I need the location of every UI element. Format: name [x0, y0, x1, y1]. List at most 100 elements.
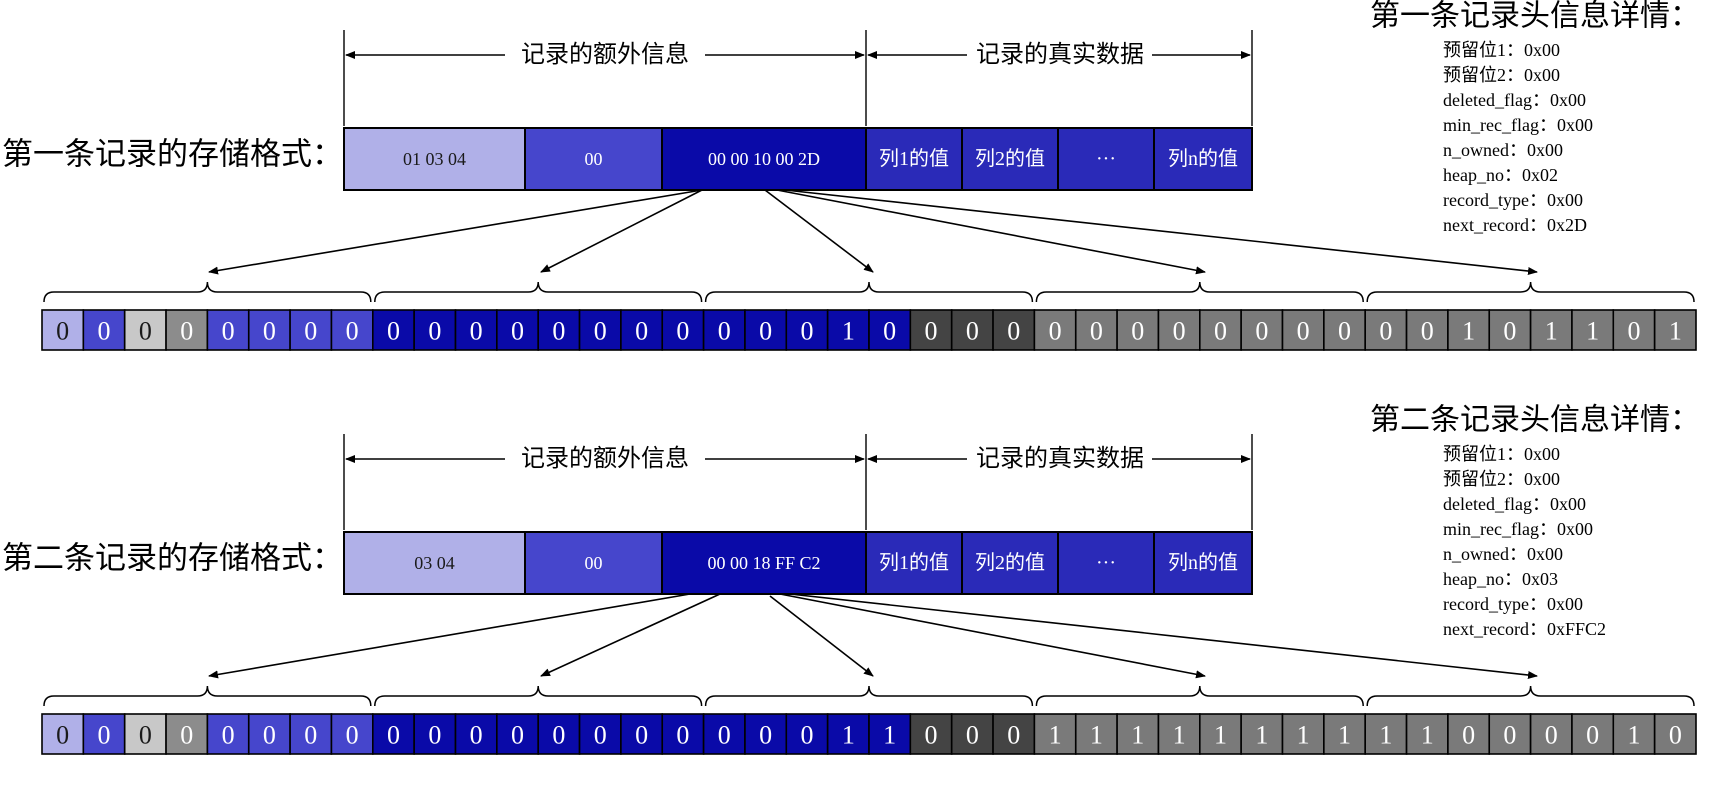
- bit-cell: [454, 713, 498, 755]
- detail-line: deleted_flag：0x00: [1443, 90, 1586, 110]
- header-arrow: [764, 189, 874, 273]
- bit-cell: [1488, 309, 1532, 351]
- null-value-list-text: 00: [585, 553, 603, 573]
- bit-value: 1: [1214, 721, 1227, 750]
- column-text-col1: 列1的值: [879, 147, 949, 170]
- null-value-list-text: 00: [585, 149, 603, 169]
- bit-value: 1: [1421, 721, 1434, 750]
- detail-line: n_owned：0x00: [1443, 544, 1563, 564]
- bit-value: 0: [718, 721, 731, 750]
- bit-cell: [330, 713, 374, 755]
- bit-cell: [1074, 309, 1118, 351]
- column-cell-coln: [1153, 127, 1253, 191]
- detail-line: record_type：0x00: [1443, 190, 1583, 210]
- column-text-ellipsis: ···: [1096, 148, 1116, 170]
- bit-value: 0: [1090, 317, 1103, 346]
- bit-cell: [41, 713, 85, 755]
- null-value-list-cell: [524, 127, 663, 191]
- bit-cell: [1364, 713, 1408, 755]
- bit-cell: [82, 309, 126, 351]
- bit-value: 1: [1627, 721, 1640, 750]
- bit-cell: [1612, 713, 1656, 755]
- bit-cell: [1571, 309, 1615, 351]
- bit-cell: [1447, 309, 1491, 351]
- header-arrow: [540, 189, 703, 273]
- bit-value: 0: [428, 721, 441, 750]
- bit-value: 0: [139, 721, 152, 750]
- bit-value: 0: [511, 317, 524, 346]
- bit-value: 1: [1379, 721, 1392, 750]
- bit-cell: [1116, 309, 1160, 351]
- bit-cell: [661, 309, 705, 351]
- detail-line: 预留位2：0x00: [1443, 65, 1560, 85]
- bit-value: 0: [304, 317, 317, 346]
- bit-value: 0: [470, 721, 483, 750]
- bit-value: 0: [552, 317, 565, 346]
- bit-value: 1: [1586, 317, 1599, 346]
- bit-value: 1: [1049, 721, 1062, 750]
- bit-cell: [1199, 713, 1242, 755]
- bit-cell: [950, 713, 994, 755]
- null-value-list-cell: [524, 531, 663, 595]
- bit-value: 0: [1421, 317, 1434, 346]
- bit-value: 1: [883, 721, 896, 750]
- column-cell-col2: [961, 127, 1059, 191]
- bit-value: 0: [718, 317, 731, 346]
- bit-cell: [1653, 713, 1697, 755]
- bit-value: 0: [180, 317, 193, 346]
- column-cell-col1: [865, 127, 963, 191]
- bit-cell: [744, 309, 788, 351]
- bit-cell: [950, 309, 994, 351]
- byte-brace: [374, 281, 703, 303]
- extra-info-label: 记录的额外信息: [521, 41, 689, 68]
- bit-cell: [537, 713, 581, 755]
- detail-line: heap_no：0x03: [1443, 569, 1558, 589]
- bit-value: 1: [1545, 317, 1558, 346]
- bit-value: 0: [387, 317, 400, 346]
- bit-value: 0: [1297, 317, 1310, 346]
- detail-line: 预留位1：0x00: [1443, 444, 1560, 464]
- bit-cell: [123, 713, 167, 755]
- bit-value: 0: [346, 721, 359, 750]
- record-header-cell: [661, 531, 867, 595]
- detail-line: min_rec_flag：0x00: [1443, 519, 1593, 539]
- bit-value: 0: [1669, 721, 1682, 750]
- column-cell-col2: [961, 531, 1059, 595]
- bit-value: 0: [883, 317, 896, 346]
- bit-value: 0: [263, 317, 276, 346]
- bit-cell: [413, 309, 457, 351]
- header-arrow: [208, 593, 691, 679]
- bit-cell: [868, 309, 912, 351]
- bit-value: 1: [1255, 721, 1268, 750]
- real-data-label: 记录的真实数据: [976, 445, 1144, 472]
- detail-line: n_owned：0x00: [1443, 140, 1563, 160]
- byte-brace: [1035, 281, 1364, 303]
- record-header-text: 00 00 18 FF C2: [707, 553, 820, 573]
- bit-cell: [868, 713, 912, 755]
- bit-value: 0: [1503, 721, 1516, 750]
- column-text-col1: 列1的值: [879, 551, 949, 574]
- header-arrow: [789, 593, 1538, 679]
- bit-value: 0: [1255, 317, 1268, 346]
- var-length-list-text: 03 04: [414, 553, 455, 573]
- bit-value: 0: [180, 721, 193, 750]
- bit-cell: [371, 713, 415, 755]
- bit-cell: [1281, 713, 1325, 755]
- bit-value: 0: [98, 721, 111, 750]
- header-arrow: [779, 593, 1206, 679]
- bit-cell: [371, 309, 415, 351]
- bit-cell: [247, 309, 291, 351]
- bit-value: 0: [263, 721, 276, 750]
- detail-line: next_record：0x2D: [1443, 215, 1587, 235]
- var-length-list-cell: [343, 127, 526, 191]
- bit-value: 0: [1545, 721, 1558, 750]
- header-arrow: [769, 595, 874, 677]
- bit-value: 0: [304, 721, 317, 750]
- real-data-label: 记录的真实数据: [976, 41, 1144, 68]
- bit-cell: [247, 713, 291, 755]
- bit-value: 1: [1173, 721, 1186, 750]
- bit-cell: [702, 309, 746, 351]
- column-text-coln: 列n的值: [1168, 551, 1238, 574]
- byte-brace: [704, 685, 1034, 707]
